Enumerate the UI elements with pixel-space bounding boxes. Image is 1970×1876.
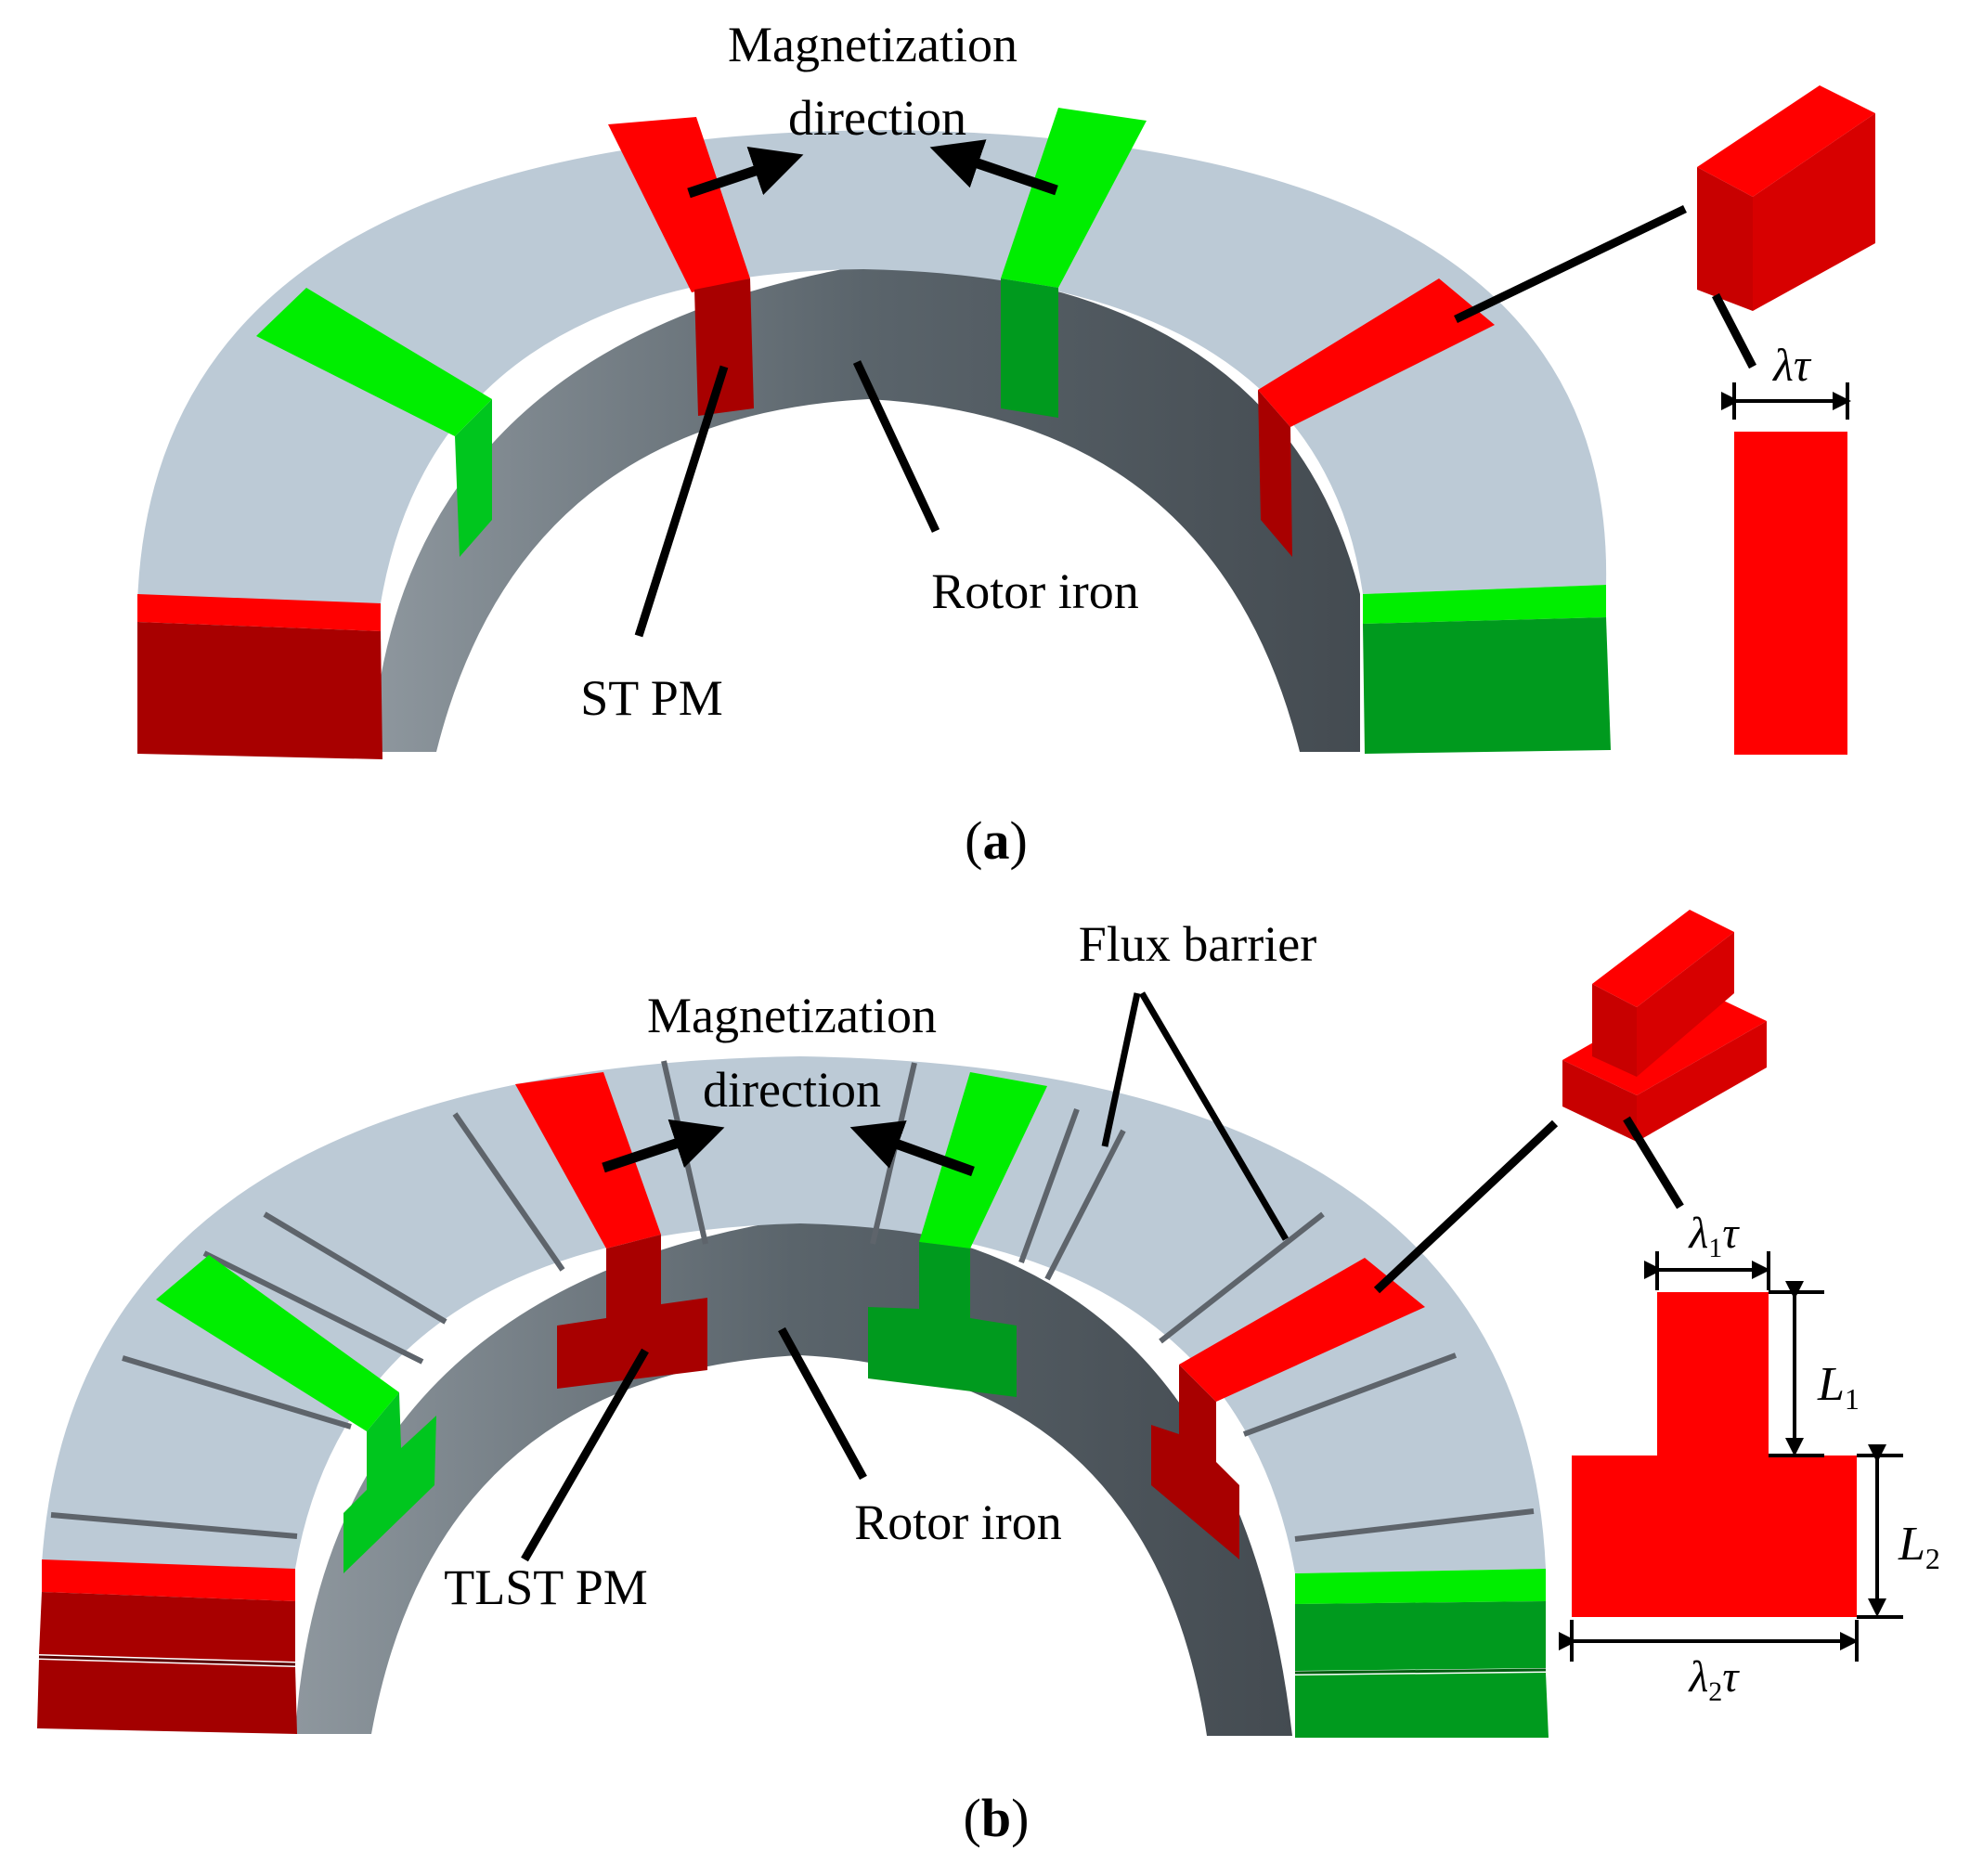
leader-line-block-a — [1712, 292, 1756, 369]
pm-3d-base-front-b — [1562, 1060, 1637, 1142]
pm-cross-section-a — [1734, 432, 1847, 755]
flux-barrier-line — [1018, 1107, 1080, 1264]
pm-top-green-center-a — [1001, 108, 1147, 288]
panel-a: Magnetization direction ST PM Rotor iron… — [137, 17, 1875, 871]
pm-end-layer-divider-green-b — [1294, 1668, 1547, 1675]
pm-top-red-left-end-a — [137, 594, 381, 631]
magnetization-arrow-left-a — [687, 146, 804, 199]
leader-line-block-b — [1623, 1116, 1684, 1210]
pm-top-red-right-b — [1179, 1258, 1425, 1402]
magnetization-arrow-right-b — [849, 1120, 975, 1177]
pm-top-green-right-end-b — [1295, 1569, 1546, 1604]
pm-top-red-center-b — [515, 1072, 661, 1249]
pm-top-red-right-a — [1258, 278, 1495, 427]
magnetization-arrow-left-b — [602, 1119, 725, 1173]
lambda-tau-label-a: λτ — [1771, 339, 1812, 391]
flux-barrier-line — [1242, 1352, 1458, 1437]
rotor-iron-top-face-b — [42, 1056, 1546, 1573]
leader-line-rotor-b — [778, 1326, 867, 1481]
leader-line-pm-b — [521, 1348, 649, 1562]
leader-line-pm-a — [634, 365, 729, 638]
pm-side-red-center-b — [557, 1235, 707, 1389]
rotor-iron-inner-wall-a — [371, 265, 1360, 752]
rotor-iron-label-b: Rotor iron — [854, 1494, 1062, 1550]
lambda1-tau-label: λ1τ — [1688, 1209, 1741, 1263]
pm-end-block-red-upper-b — [39, 1592, 295, 1662]
st-pm-label: ST PM — [580, 670, 723, 726]
pm-3d-block-front-a — [1697, 167, 1753, 311]
pm-top-green-center-b — [919, 1072, 1047, 1249]
pm-3d-base-right-b — [1637, 1021, 1767, 1142]
L2-label: L2 — [1898, 1518, 1940, 1575]
flux-barrier-line — [50, 1512, 298, 1539]
pm-end-block-green-a — [1363, 617, 1611, 754]
flux-barrier-line — [452, 1112, 565, 1272]
leader-line-flux-barrier-1 — [1101, 992, 1141, 1147]
magnetization-arrow-right-a — [929, 139, 1058, 196]
pm-3d-stem-right-b — [1637, 932, 1734, 1077]
flux-barrier-line — [202, 1250, 424, 1365]
pm-side-red-right-b — [1151, 1365, 1239, 1559]
caption-b: (b) — [964, 1788, 1030, 1848]
pm-side-green-left-a — [455, 399, 492, 557]
pm-end-block-red-lower-b — [37, 1660, 297, 1734]
pm-side-green-center-a — [1001, 278, 1058, 418]
pm-3d-stem-front-b — [1592, 984, 1637, 1077]
rotor-iron-inner-wall-b — [295, 1218, 1292, 1736]
rotor-iron-label-a: Rotor iron — [931, 563, 1139, 619]
L1-label: L1 — [1817, 1358, 1860, 1416]
pm-side-red-center-a — [694, 278, 754, 416]
magnetization-label-line1-b: Magnetization — [647, 988, 937, 1043]
tlst-pm-label: TLST PM — [444, 1559, 648, 1615]
flux-barrier-line — [1044, 1129, 1126, 1281]
pm-side-green-center-b — [868, 1242, 1017, 1397]
pm-end-block-red-a — [137, 622, 382, 759]
flux-barrier-line — [263, 1211, 447, 1325]
pm-side-green-left-b — [343, 1392, 436, 1573]
pm-3d-block-top-a — [1697, 85, 1875, 197]
lambda2-tau-label: λ2τ — [1688, 1652, 1741, 1707]
pm-top-red-left-end-b — [42, 1559, 295, 1601]
magnetization-label-line2-a: direction — [788, 90, 966, 146]
pm-top-red-center-a — [608, 117, 750, 292]
flux-barrier-line — [1294, 1508, 1535, 1542]
pm-top-green-left-a — [256, 288, 492, 436]
flux-barrier-line — [122, 1355, 352, 1430]
pm-side-red-right-a — [1258, 390, 1292, 557]
leader-line-magnet-b — [1373, 1119, 1559, 1294]
leader-line-flux-barrier-2 — [1138, 991, 1290, 1241]
pm-top-green-right-end-a — [1363, 585, 1606, 624]
pm-tshape-cross-section-b — [1572, 1292, 1857, 1617]
pm-3d-tshape-b — [1562, 910, 1767, 1142]
magnetization-label-line1-a: Magnetization — [728, 17, 1017, 72]
magnetization-label-line2-b: direction — [703, 1062, 881, 1118]
leader-line-rotor-a — [852, 360, 940, 533]
caption-a: (a) — [965, 810, 1028, 871]
pm-3d-stem-top-b — [1592, 910, 1734, 1007]
flux-barrier-line — [1159, 1211, 1325, 1344]
pm-end-block-green-upper-b — [1295, 1601, 1546, 1671]
flux-barrier-label: Flux barrier — [1079, 916, 1316, 972]
pm-top-green-left-b — [156, 1255, 399, 1431]
pm-end-block-green-lower-b — [1295, 1673, 1549, 1738]
pm-3d-block-right-a — [1753, 113, 1875, 311]
leader-line-magnet-a — [1454, 204, 1687, 324]
rotor-iron-top-face-a — [137, 130, 1607, 603]
panel-b: Flux barrier Magnetization direction TLS… — [37, 910, 1940, 1848]
pm-end-layer-divider-red-b — [38, 1655, 296, 1666]
